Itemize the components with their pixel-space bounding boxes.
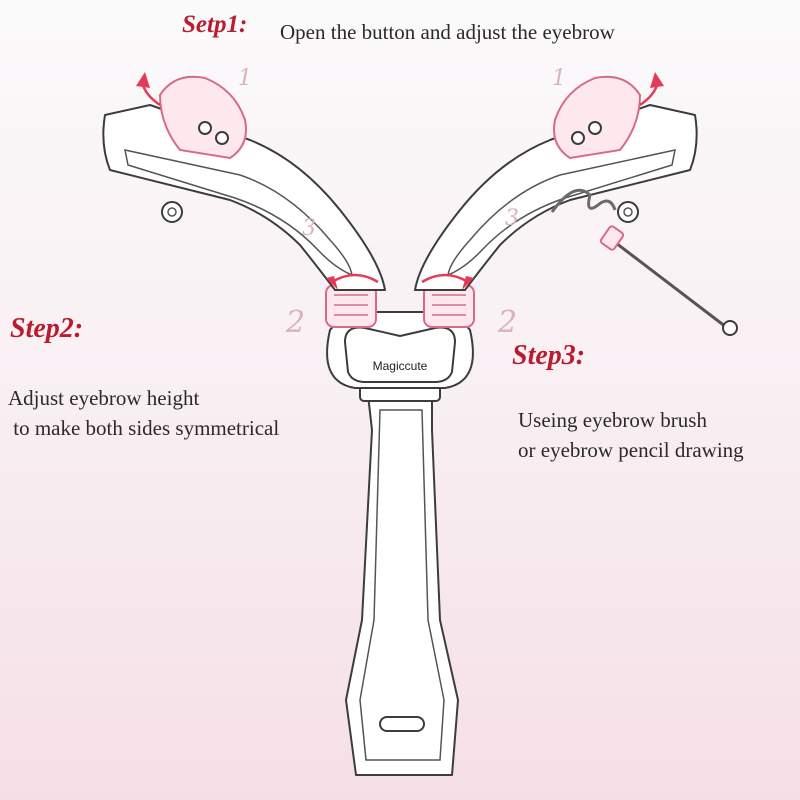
step2-left-arrow [331, 273, 379, 284]
brand-label: Magiccute [373, 359, 428, 373]
right-arm [414, 104, 698, 291]
step2-description: Adjust eyebrow height to make both sides… [8, 383, 279, 443]
part-number-arm-right: 3 [505, 206, 519, 231]
step3-line-1: Useing eyebrow brush [518, 408, 707, 432]
right-height-knob[interactable] [423, 284, 475, 328]
left-arm [102, 104, 386, 291]
step2-title: Step2: [10, 313, 84, 344]
pencil-stroke [550, 188, 617, 213]
step3-title: Step3: [512, 340, 586, 371]
step2-line-1: Adjust eyebrow height [8, 386, 200, 410]
handle [345, 394, 459, 776]
right-screw[interactable] [617, 201, 639, 223]
part-number-arm-left: 3 [302, 216, 316, 241]
left-screw[interactable] [161, 201, 183, 223]
step2-line-2: to make both sides symmetrical [8, 416, 280, 440]
handle-inner-line [359, 409, 445, 761]
step1-line-1: Open the button and adjust the eyebrow [280, 20, 615, 44]
eyebrow-brush-tip [599, 225, 625, 251]
eyebrow-brush-end [722, 320, 738, 336]
step3-line-2: or eyebrow pencil drawing [518, 438, 744, 462]
handle-slot [379, 716, 425, 732]
step1-title: Setp1: [182, 11, 248, 38]
step3-description: Useing eyebrow brush or eyebrow pencil d… [518, 405, 744, 465]
step1-description: Open the button and adjust the eyebrow [280, 17, 615, 47]
eyebrow-brush-handle [611, 238, 731, 332]
part-number-middle-right: 2 [497, 305, 517, 340]
part-number-top-left: 1 [238, 66, 252, 91]
step2-right-arrow [421, 273, 469, 284]
part-number-middle-left: 2 [285, 305, 305, 340]
left-height-knob[interactable] [325, 284, 377, 328]
part-number-top-right: 1 [552, 66, 566, 91]
hub-window [344, 326, 456, 383]
